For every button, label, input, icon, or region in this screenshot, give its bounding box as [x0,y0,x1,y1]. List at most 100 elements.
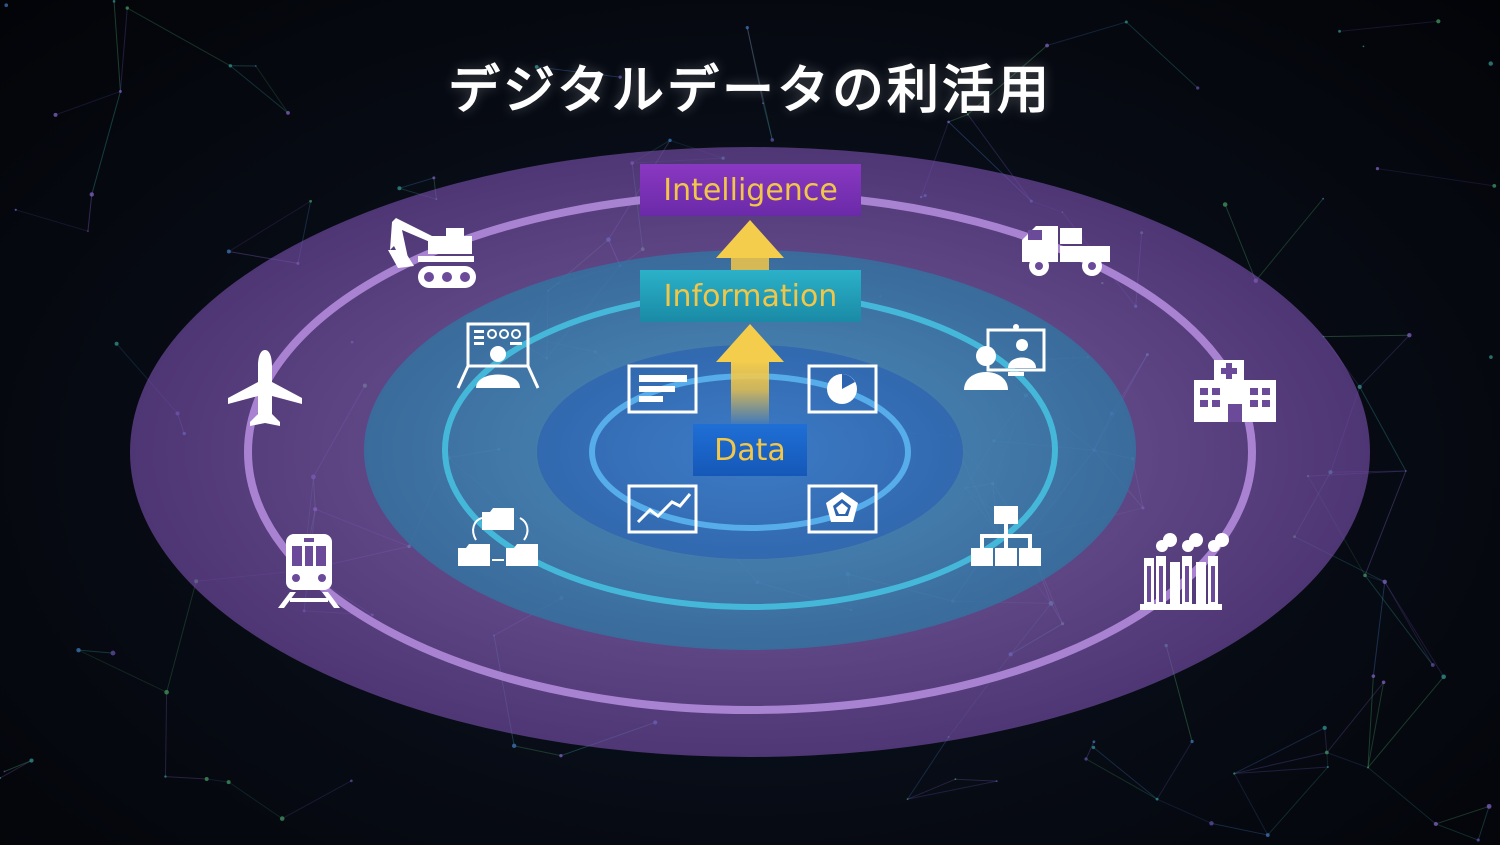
slide-title: デジタルデータの利活用 [448,61,1052,121]
network-node [511,743,517,749]
network-node [1322,725,1327,730]
network-node [1045,43,1049,48]
network-node [995,780,998,783]
network-node [14,208,17,211]
network-node [29,758,34,763]
network-node [125,6,129,10]
network-node [966,113,969,116]
network-link [1339,20,1439,32]
network-node [164,689,169,695]
network-link [1125,21,1199,89]
network-link [127,7,231,67]
network-link [1364,575,1434,666]
network-link [1234,766,1328,775]
network-link [1367,676,1374,768]
network-node [76,647,81,653]
network-link [948,113,969,123]
data-label: Data [693,424,807,476]
network-node [1441,674,1446,680]
network-link [281,780,352,820]
network-node [947,120,950,124]
network-node [534,65,539,69]
network-link [1384,581,1445,678]
network-link [228,200,311,252]
network-node [226,780,231,785]
network-node [954,778,957,781]
network-node [87,230,89,232]
line-chart-monitor-icon [627,484,698,534]
network-link [1234,752,1327,775]
network-node [1375,167,1380,171]
network-node [1222,202,1228,207]
network-link [1367,676,1445,768]
network-node [1366,766,1369,769]
network-link [1267,766,1329,836]
network-node [1363,573,1367,578]
network-node [112,0,116,3]
network-node [1405,470,1407,472]
network-link [1435,823,1479,841]
network-link [78,649,167,693]
network-link [1359,386,1407,472]
network-link [164,692,168,777]
network-node [745,26,749,30]
airplane-icon [228,350,302,426]
network-link [955,778,997,782]
network-node [254,65,257,67]
network-node [906,798,909,801]
network-node [668,138,672,143]
network-link [536,66,621,78]
network-node [1382,579,1387,584]
network-node [762,102,764,105]
information-label: Information [640,270,861,322]
network-node [1091,745,1096,750]
network-link [206,778,229,783]
network-link [255,65,289,114]
network-link [399,177,434,189]
video-conference-icon [964,324,1046,390]
network-node [279,816,285,821]
network-node [1436,19,1441,24]
network-link [78,649,114,654]
network-link [1233,773,1269,836]
network-node [1486,803,1492,809]
document-monitor-icon [627,364,698,414]
network-link [1046,21,1127,47]
network-link [1364,574,1385,583]
network-node [1381,680,1386,685]
train-icon [278,534,340,608]
network-node [119,90,122,93]
network-link [1156,798,1212,824]
network-node [228,64,233,68]
network-node [1362,45,1365,48]
network-link [907,736,950,800]
network-link [967,45,1048,115]
truck-icon [1022,226,1110,276]
network-node [770,138,775,142]
network-node [309,199,313,203]
network-node [1407,333,1412,338]
network-node [1196,86,1200,90]
network-link [907,778,956,800]
network-node [1124,20,1128,24]
network-link [1364,470,1407,576]
network-link [1085,741,1095,760]
network-link [1435,805,1490,825]
network-node [1209,821,1214,826]
network-node [204,776,209,781]
network-node [1155,797,1159,801]
network-link [228,781,283,819]
network-link [1326,681,1384,753]
pie-chart-monitor-icon [807,364,878,414]
network-link [1324,727,1328,753]
intelligence-label: Intelligence [640,164,861,216]
network-link [746,27,764,104]
network-node [350,779,353,783]
network-node [1489,355,1493,359]
network-link [1326,752,1369,769]
network-link [119,7,128,92]
network-link [55,90,121,116]
arrow-data-to-information [716,324,784,426]
network-link [907,780,997,800]
